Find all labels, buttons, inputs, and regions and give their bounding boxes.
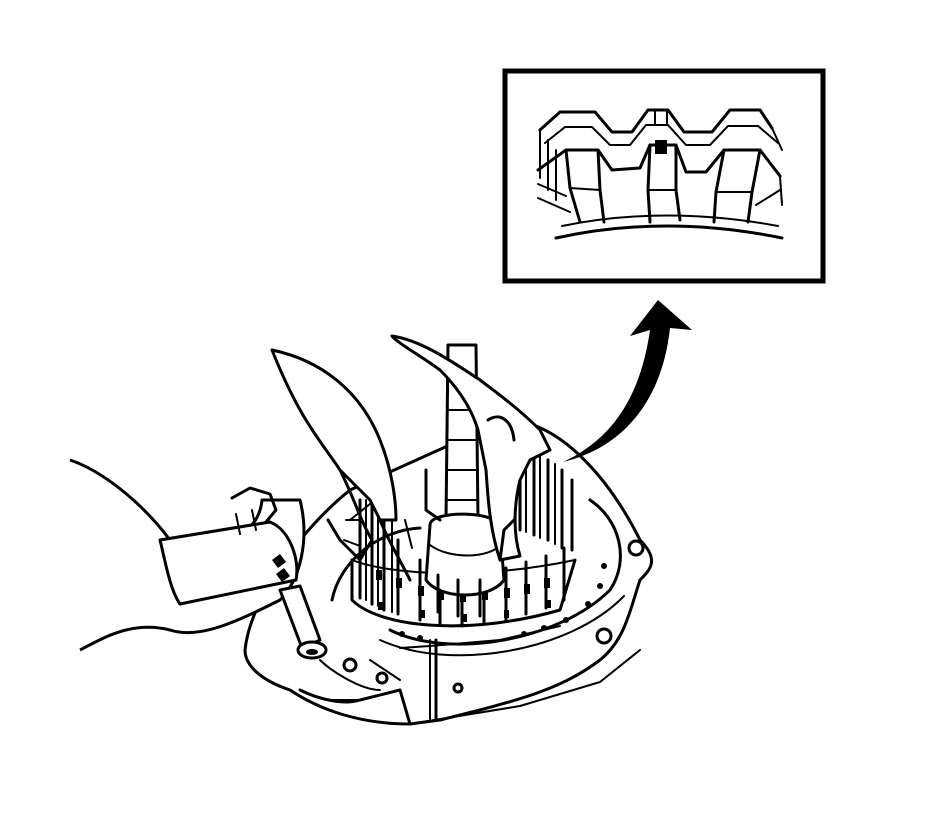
detail-inset	[502, 68, 826, 284]
detail-spline-teeth	[536, 108, 784, 240]
flange-bolt-holes	[342, 539, 645, 694]
detail-inset-box	[502, 68, 826, 284]
hand-left-on-wrench	[270, 348, 412, 582]
hand-right-on-tool	[390, 334, 552, 562]
air-wrench	[69, 458, 328, 660]
callout-arrow	[563, 300, 692, 462]
clutch-plate-pack	[350, 448, 577, 628]
alignment-mark	[655, 140, 667, 154]
